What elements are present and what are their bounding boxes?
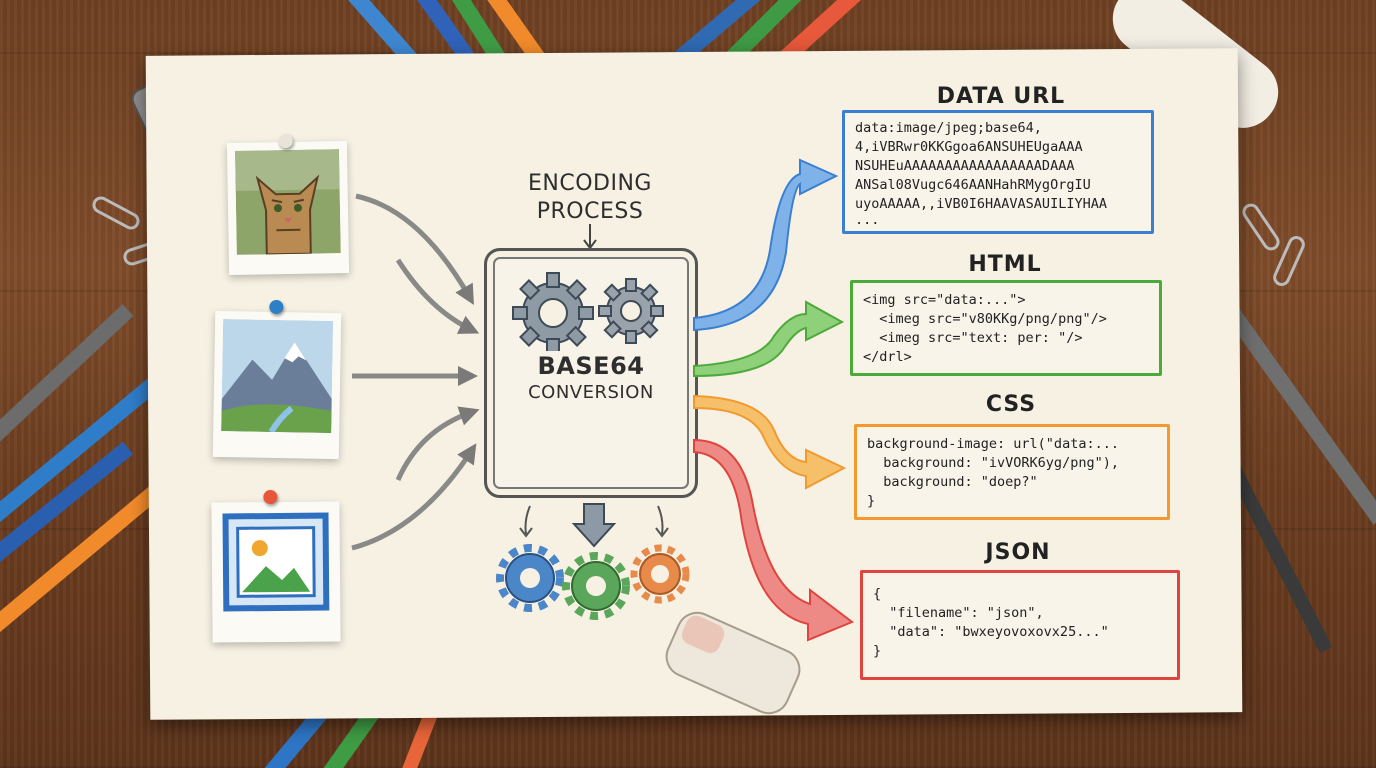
input-image-cat [226,133,350,276]
code-line: background-image: url("data:... [867,436,1119,452]
gear-green-icon [562,552,630,620]
code-line: <imeg src="text: per: "/> [863,330,1083,346]
code-line: } [867,493,876,509]
process-label: BASE64 CONVERSION [487,351,695,405]
base64-converter: BASE64 CONVERSION [484,248,698,498]
mountain-photo-icon [221,319,334,433]
process-header-line1: ENCODING [528,171,652,196]
code-line: background: "doep?" [867,474,1038,490]
output-title-css: CSS [985,392,1037,417]
arrow-blue-icon [693,158,839,332]
code-line: 4,iVBRwr0KKGgoa6ANSUHEUgaAAA [855,139,1083,155]
code-line: background: "ivVORK6yg/png"), [867,455,1119,471]
arrow-icon [519,505,533,538]
code-line: uyoAAAAA,,iVB0I6HAAVASAUILIYHAA [855,196,1107,212]
gear-orange-icon [630,544,690,604]
arrow-orange-icon [693,394,847,490]
code-line: ANSal08Vugc646AANHahRMygOrgIU [855,177,1091,193]
gears-icon [512,272,664,351]
code-line: { [873,586,882,602]
gear-blue-icon [496,544,564,612]
output-title-json: JSON [985,540,1051,565]
output-box-css: background-image: url("data:... backgrou… [854,424,1170,520]
arrow-icon [355,193,474,305]
input-image-file [211,489,341,643]
arrow-icon [395,258,480,334]
output-box-json: { "filename": "json", "data": "bwxeyovox… [860,570,1180,680]
code-line: data:image/jpeg;base64, [855,120,1042,136]
process-header-line2: PROCESS [536,199,644,224]
code-line: NSUHEuAAAAAAAAAAAAAAAAADAAA [855,158,1075,174]
arrow-icon [351,443,477,551]
code-line: ... [855,212,880,228]
output-box-data-url: data:image/jpeg;base64, 4,iVBRwr0KKGgoa6… [842,110,1154,234]
code-line: "data": "bwxeyovoxovx25..." [873,624,1109,640]
output-gears [496,503,690,620]
paperclip-icon [1242,203,1280,251]
down-arrow-icon [571,503,617,548]
code-line: <img src="data:..."> [863,292,1026,308]
output-box-html: <img src="data:..."> <imeg src="v80KKg/p… [850,280,1162,376]
code-line: "filename": "json", [873,605,1044,621]
arrow-red-icon [693,438,854,642]
process-header: ENCODING PROCESS [500,170,680,226]
code-line: <imeg src="v80KKg/png/png"/> [863,311,1107,327]
output-title-data-url: DATA URL [936,84,1066,109]
paperclip-icon [92,196,140,230]
code-line: </drl> [863,349,912,365]
image-file-icon [222,512,330,612]
input-image-mountain [212,299,342,460]
arrow-green-icon [693,300,845,378]
cat-photo-icon [234,149,341,255]
eraser-icon [665,611,801,715]
code-line: } [873,643,882,659]
paperclip-icon [1273,236,1305,286]
process-label-line1: BASE64 [537,352,645,380]
output-title-html: HTML [968,252,1042,277]
arrow-icon [655,505,669,538]
arrow-icon [395,406,480,482]
process-label-line2: CONVERSION [528,382,654,403]
